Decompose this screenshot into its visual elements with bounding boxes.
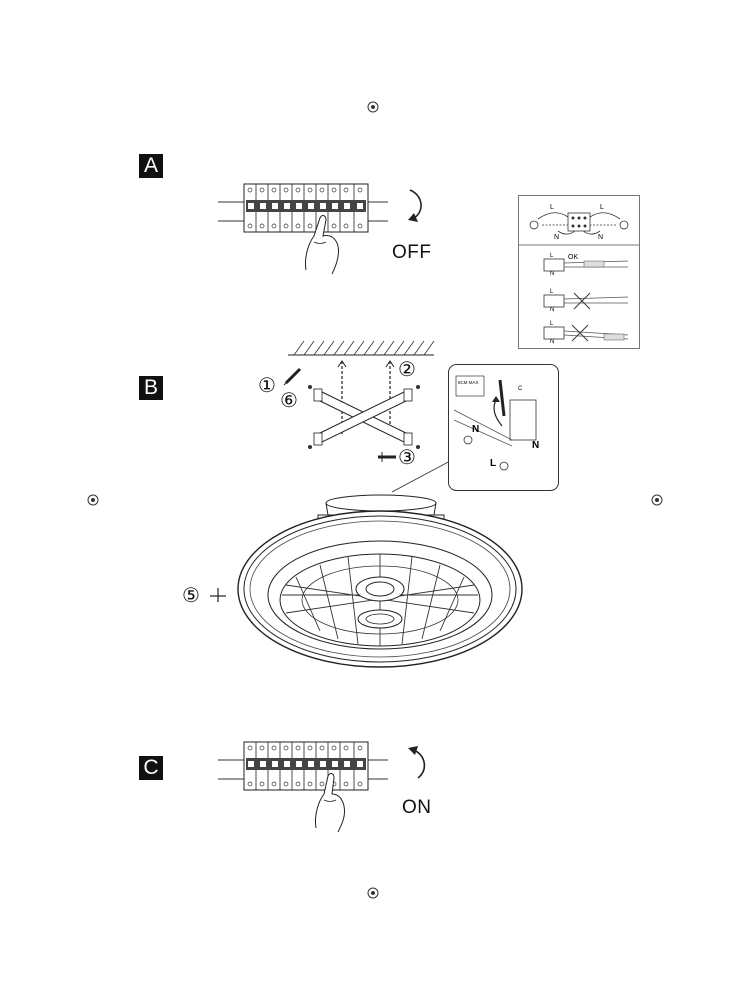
screw-icon-3 xyxy=(378,452,396,462)
wiring-neutral-left: N xyxy=(554,234,559,241)
callout-1: ① xyxy=(258,373,276,397)
wiring-ok-label: OK xyxy=(568,254,578,261)
breaker-panel-on xyxy=(218,741,388,833)
registration-mark-left xyxy=(87,494,99,506)
callout-2: ② xyxy=(398,357,416,381)
callout-6: ⑥ xyxy=(280,388,298,412)
wiring-row2-live: L xyxy=(550,289,554,295)
step-b-label: B xyxy=(139,376,163,400)
ceiling-bracket xyxy=(288,340,435,449)
wiring-live-right: L xyxy=(600,204,604,211)
wiring-row1-neutral: N xyxy=(550,271,554,277)
registration-mark-top xyxy=(367,101,379,113)
registration-mark-right xyxy=(651,494,663,506)
arrow-turn-on-icon xyxy=(408,746,426,779)
inset-l-label: L xyxy=(490,458,496,469)
registration-mark-bottom xyxy=(367,887,379,899)
wiring-neutral-right: N xyxy=(598,234,603,241)
wiring-row3-neutral: N xyxy=(550,339,554,345)
screw-icon-1 xyxy=(283,367,302,386)
inset-max-label: 8CM MAX xyxy=(458,380,479,385)
inset-c-label: C xyxy=(518,386,523,392)
wiring-row2-neutral: N xyxy=(550,307,554,313)
callout-5: ⑤ xyxy=(182,583,200,607)
arrow-turn-off-icon xyxy=(408,189,422,222)
wiring-row1-live: L xyxy=(550,253,554,259)
step-a-label: A xyxy=(139,154,163,178)
wiring-live-left: L xyxy=(550,204,554,211)
inset-n-right: N xyxy=(532,440,539,451)
wiring-panel: L L N N L N OK L N L N xyxy=(518,195,640,349)
on-label: ON xyxy=(402,797,432,818)
inset-n-left: N xyxy=(472,424,479,435)
step-c-label: C xyxy=(139,756,163,780)
ceiling-fan xyxy=(237,494,523,668)
breaker-panel-off xyxy=(218,183,388,275)
off-label: OFF xyxy=(392,242,432,263)
callout-3: ③ xyxy=(398,445,416,469)
screw-icon-5 xyxy=(210,588,226,602)
wiring-row3-live: L xyxy=(550,321,554,327)
wiring-detail-inset: 8CM MAX C N N L xyxy=(392,364,559,493)
